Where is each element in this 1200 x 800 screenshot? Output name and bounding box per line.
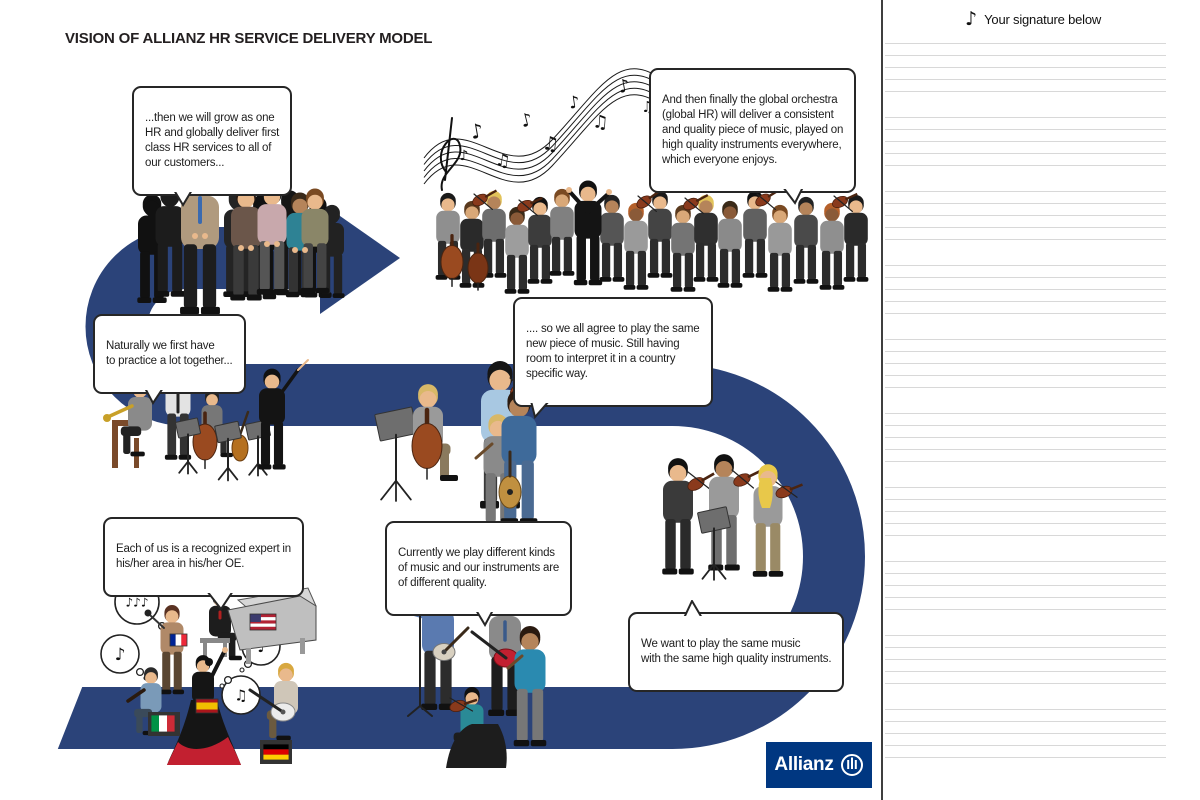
signature-line <box>885 597 1166 598</box>
signature-line <box>885 165 1166 166</box>
bubble-tail <box>476 611 494 627</box>
svg-text:♪: ♪ <box>617 75 632 98</box>
svg-text:♪: ♪ <box>568 92 582 113</box>
signature-line <box>885 43 1166 44</box>
illustration-area: VISION OF ALLIANZ HR SERVICE DELIVERY MO… <box>50 30 872 788</box>
svg-text:♪: ♪ <box>519 109 535 132</box>
bubble-text: And then finally the global orchestra (g… <box>662 93 844 166</box>
bubble-text: Naturally we first have to practice a lo… <box>106 339 233 367</box>
signature-line <box>885 461 1166 462</box>
signature-line <box>885 191 1166 192</box>
signature-panel: ♪ Your signature below <box>883 0 1200 800</box>
allianz-wordmark: Allianz <box>774 754 834 775</box>
signature-line <box>885 79 1166 80</box>
scene-applauding-crowd <box>137 167 345 315</box>
signature-line <box>885 227 1166 228</box>
speech-bubble-grow-one-hr: ...then we will grow as one HR and globa… <box>132 86 293 207</box>
signature-line <box>885 757 1166 758</box>
bubble-text: Each of us is a recognized expert in his… <box>116 542 291 570</box>
signature-line <box>885 289 1166 290</box>
signature-line <box>885 437 1166 438</box>
signature-line <box>885 215 1166 216</box>
signature-line <box>885 239 1166 240</box>
signature-line <box>885 709 1166 710</box>
signature-line <box>885 671 1166 672</box>
speech-bubble-practice: Naturally we first have to practice a lo… <box>93 314 246 405</box>
allianz-three-pillars-icon <box>840 754 863 776</box>
svg-text:♪: ♪ <box>468 118 485 144</box>
svg-text:♪♪♪: ♪♪♪ <box>126 595 149 609</box>
signature-line <box>885 523 1166 524</box>
signature-line <box>885 265 1166 266</box>
signature-line <box>885 313 1166 314</box>
eighth-note-icon: ♪ <box>965 8 978 30</box>
speech-bubble-want: We want to play the same music with the … <box>628 600 845 692</box>
signature-line <box>885 499 1166 500</box>
svg-text:♪: ♪ <box>115 645 126 665</box>
music-staff: ♪♫♪♫♪♫♪♫♪ <box>423 68 661 191</box>
signature-line <box>885 647 1166 648</box>
signature-line <box>885 67 1166 68</box>
speech-bubble-global-orchestra: And then finally the global orchestra (g… <box>649 68 857 205</box>
signature-line <box>885 585 1166 586</box>
signature-label: Your signature below <box>984 12 1102 27</box>
bubble-tail <box>783 188 804 205</box>
signature-line <box>885 609 1166 610</box>
scene-string-trio <box>662 454 803 581</box>
illustration: ♪♫♪♫♪♫♪♫♪♪♪♪♪♩♫ <box>50 68 869 768</box>
signature-line <box>885 375 1166 376</box>
signature-line <box>885 153 1166 154</box>
signature-line <box>885 745 1166 746</box>
signature-line <box>885 425 1166 426</box>
signature-line <box>885 413 1166 414</box>
bubble-text: Currently we play different kinds of mus… <box>398 546 560 589</box>
signature-header: ♪ Your signature below <box>965 10 1101 29</box>
panel-divider <box>881 0 883 800</box>
signature-line <box>885 351 1166 352</box>
signature-line <box>885 721 1166 722</box>
signature-line <box>885 683 1166 684</box>
signature-line <box>885 573 1166 574</box>
speech-bubble-currently: Currently we play different kinds of mus… <box>385 521 573 627</box>
bubble-tail <box>174 191 192 207</box>
signature-line <box>885 339 1166 340</box>
svg-text:♫: ♫ <box>234 686 247 704</box>
signature-line <box>885 635 1166 636</box>
bubble-text: ...then we will grow as one HR and globa… <box>145 111 280 169</box>
svg-text:♫: ♫ <box>592 111 610 133</box>
scene-global-orchestra <box>435 180 869 294</box>
allianz-logo: Allianz <box>766 742 872 788</box>
signature-line <box>885 91 1166 92</box>
svg-text:♫: ♫ <box>541 132 560 156</box>
signature-line <box>885 511 1166 512</box>
bubble-text: .... so we all agree to play the same ne… <box>526 322 700 380</box>
signature-line <box>885 535 1166 536</box>
signature-line <box>885 129 1166 130</box>
signature-line <box>885 301 1166 302</box>
bubble-tail <box>144 389 163 405</box>
signature-line <box>885 203 1166 204</box>
signature-line <box>885 659 1166 660</box>
bubble-tail <box>530 402 549 419</box>
signature-line <box>885 449 1166 450</box>
signature-line <box>885 561 1166 562</box>
bubble-tail <box>683 600 702 616</box>
signature-line <box>885 117 1166 118</box>
page-title: VISION OF ALLIANZ HR SERVICE DELIVERY MO… <box>65 30 433 47</box>
bubble-text: We want to play the same music with the … <box>641 637 832 665</box>
signature-line <box>885 55 1166 56</box>
signature-line <box>885 277 1166 278</box>
signature-line <box>885 363 1166 364</box>
speech-bubble-expert: Each of us is a recognized expert in his… <box>103 517 304 611</box>
signature-line <box>885 387 1166 388</box>
scene-quartet <box>374 361 543 527</box>
signature-line <box>885 487 1166 488</box>
treble-clef-icon <box>439 117 462 191</box>
svg-text:♪: ♪ <box>460 148 469 164</box>
svg-text:♫: ♫ <box>494 150 512 172</box>
signature-line <box>885 141 1166 142</box>
speech-bubble-agree: .... so we all agree to play the same ne… <box>513 297 713 419</box>
signature-line <box>885 733 1166 734</box>
bubble-tail <box>207 592 233 611</box>
